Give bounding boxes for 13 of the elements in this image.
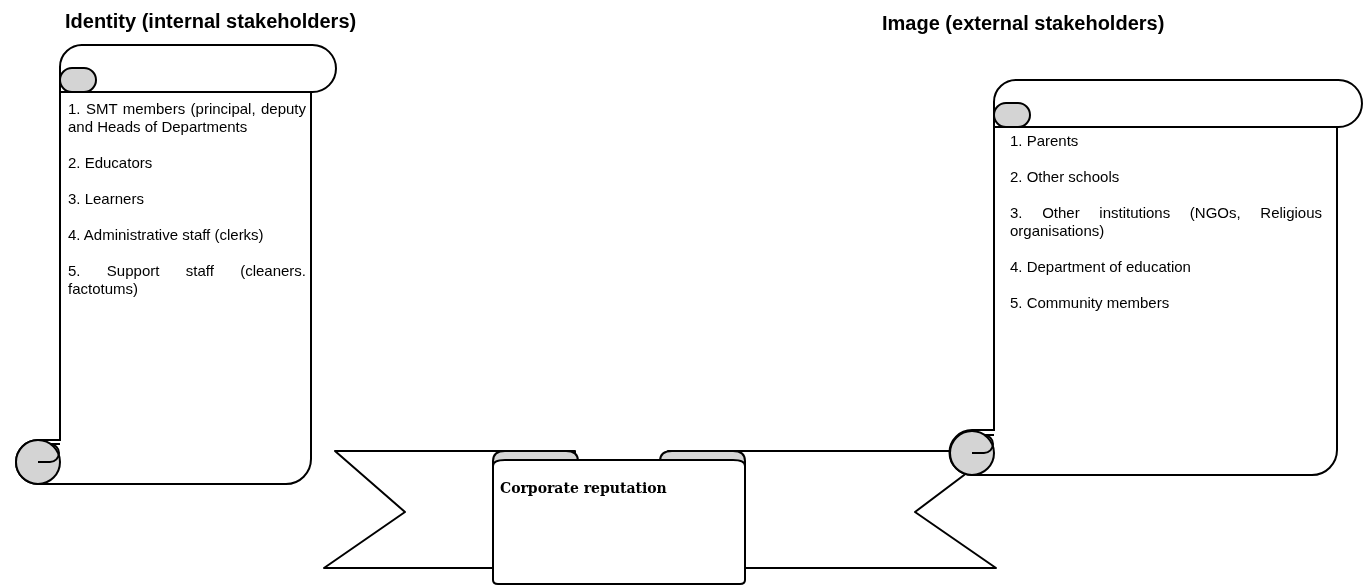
list-item: 4. Department of education	[1010, 258, 1192, 276]
list-item: 3. Other institutions (NGOs, Religious organisations)	[1010, 204, 1322, 240]
banner-text: Corporate reputation	[500, 480, 667, 496]
list-item: 1. Parents	[1010, 132, 1080, 150]
section-heading: Image (external stakeholders)	[882, 12, 1165, 35]
list-item: 1. SMT members (principal, deputy and Heads of Departments	[68, 100, 306, 136]
list-item: 3. Learners	[68, 190, 145, 208]
list-item: 2. Other schools	[1010, 168, 1121, 186]
section-heading: Identity (internal stakeholders)	[65, 10, 357, 33]
list-item: 4. Administrative staff (clerks)	[68, 226, 265, 244]
list-item: 5. Community members	[1010, 294, 1171, 312]
list-item: 2. Educators	[68, 154, 154, 172]
list-item: 5. Support staff (cleaners. factotums)	[68, 262, 306, 298]
